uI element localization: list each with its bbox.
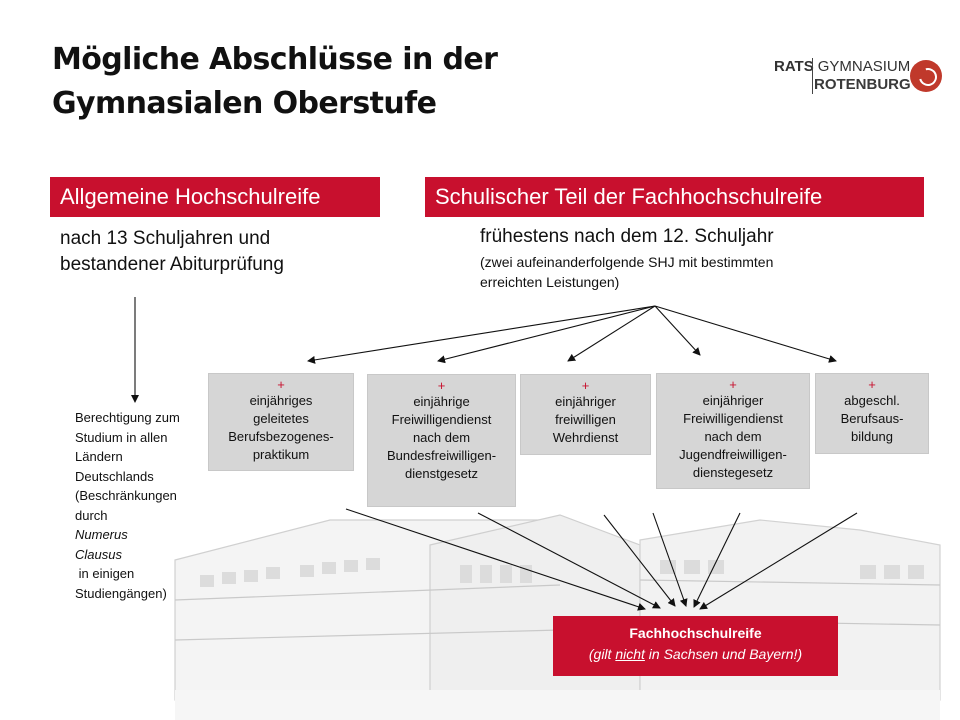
note-line-clausus: Clausus in einigen [75,545,205,584]
logo-divider [812,58,813,94]
note-line-numerus: durch Numerus [75,506,205,545]
note-clausus: Clausus [75,546,122,562]
slide-title: Mögliche Abschlüsse in der Gymnasialen O… [52,38,612,126]
option-line: einjähriger [555,394,616,409]
option-line: Berufsaus- [840,411,904,426]
allgemeine-hochschulreife-header: Allgemeine Hochschulreife [50,177,380,217]
arrow-option1-result [345,508,646,611]
note-line: Studiengängen) [75,585,167,601]
logo-seal-icon [910,60,942,92]
logo-rats: RATS [774,58,814,75]
note-durch: durch [75,507,108,523]
option-berufspraktikum: + einjähriges geleitetes Berufsbezogenes… [208,373,354,471]
note-line: (Beschränkungen [75,488,177,503]
option-line: nach dem [704,429,762,444]
option-line: freiwilligen [555,412,616,427]
note-line: Deutschlands [75,468,154,484]
arrow-to-option-4 [654,305,701,356]
plus-sign: + [437,378,446,393]
arrow-option4a-result [652,512,688,607]
right-small-note: (zwei aufeinanderfolgende SHJ mit bestim… [480,252,773,292]
option-line: nach dem [412,430,471,445]
arrow-to-option-2 [437,305,656,364]
plus-sign: + [581,378,590,393]
title-line-1: Mögliche Abschlüsse in der [52,42,498,77]
option-line: geleitetes [253,411,309,426]
logo-rotenburg: ROTENBURG [814,76,911,93]
arrow-to-option-3 [567,305,656,362]
berechtigung-note: Berechtigung zum Studium in allen Länder… [75,408,205,603]
left-description: nach 13 Schuljahren und bestandener Abit… [60,226,284,278]
arrow-option3-result [603,514,676,607]
option-line: Berufsbezogenes- [228,429,334,444]
note-numerus: Numerus [75,527,128,542]
result-title: Fachhochschulreife [629,625,762,641]
plus-sign: + [868,377,876,392]
option-wehrdienst: + einjähriger freiwilligen Wehrdienst [520,374,651,455]
result-post: in Sachsen und Bayern!) [644,646,803,662]
option-line: einjähriges [249,393,313,408]
option-line: Freiwilligendienst [391,412,492,427]
fachhochschulreife-header: Schulischer Teil der Fachhochschulreife [425,177,924,217]
option-line: praktikum [252,447,310,462]
arrow-to-option-1 [307,305,656,364]
note-line: Studium in allen [75,429,168,445]
note-tail: in einigen [75,566,135,581]
result-pre: (gilt [588,646,616,662]
fachhochschulreife-result: Fachhochschulreife (gilt nicht in Sachse… [553,616,838,676]
option-line: Freiwilligendienst [683,411,783,426]
option-jugendfreiwilligendienst: + einjähriger Freiwilligendienst nach de… [656,373,810,489]
arrow-option4b-result [693,512,741,608]
right-description: frühestens nach dem 12. Schuljahr [480,226,774,247]
option-line: einjähriger [702,393,764,408]
note-line: Berechtigung zum [75,410,180,425]
right-small-line-1: (zwei aufeinanderfolgende SHJ mit bestim… [480,254,774,270]
option-line: Bundesfreiwilligen- [386,448,497,463]
arrow-to-option-5 [654,305,837,363]
option-line: dienstgesetz [405,466,478,481]
result-note: (gilt nicht in Sachsen und Bayern!) [553,644,838,665]
title-line-2: Gymnasialen Oberstufe [52,86,437,121]
option-line: dienstegesetz [692,465,774,480]
right-small-line-2: erreichten Leistungen) [480,274,620,290]
option-line: Jugendfreiwilligen- [679,447,787,462]
plus-sign: + [277,377,285,392]
plus-sign: + [729,377,737,392]
logo-gymnasium: GYMNASIUM [817,58,911,75]
result-nicht: nicht [615,646,645,662]
option-line: einjährige [413,394,470,409]
option-line: Wehrdienst [552,430,619,445]
option-line: bildung [851,429,893,444]
arrow-option2-result [477,512,661,609]
arrow-option5-result [699,512,858,610]
option-bundesfreiwilligendienst: + einjährige Freiwilligendienst nach dem… [367,374,516,507]
option-line: abgeschl. [844,393,900,408]
note-line: Ländern [75,449,123,464]
left-line-2: bestandener Abiturprüfung [60,254,284,275]
left-line-1: nach 13 Schuljahren und [60,228,271,249]
option-berufsausbildung: + abgeschl. Berufsaus- bildung [815,373,929,454]
